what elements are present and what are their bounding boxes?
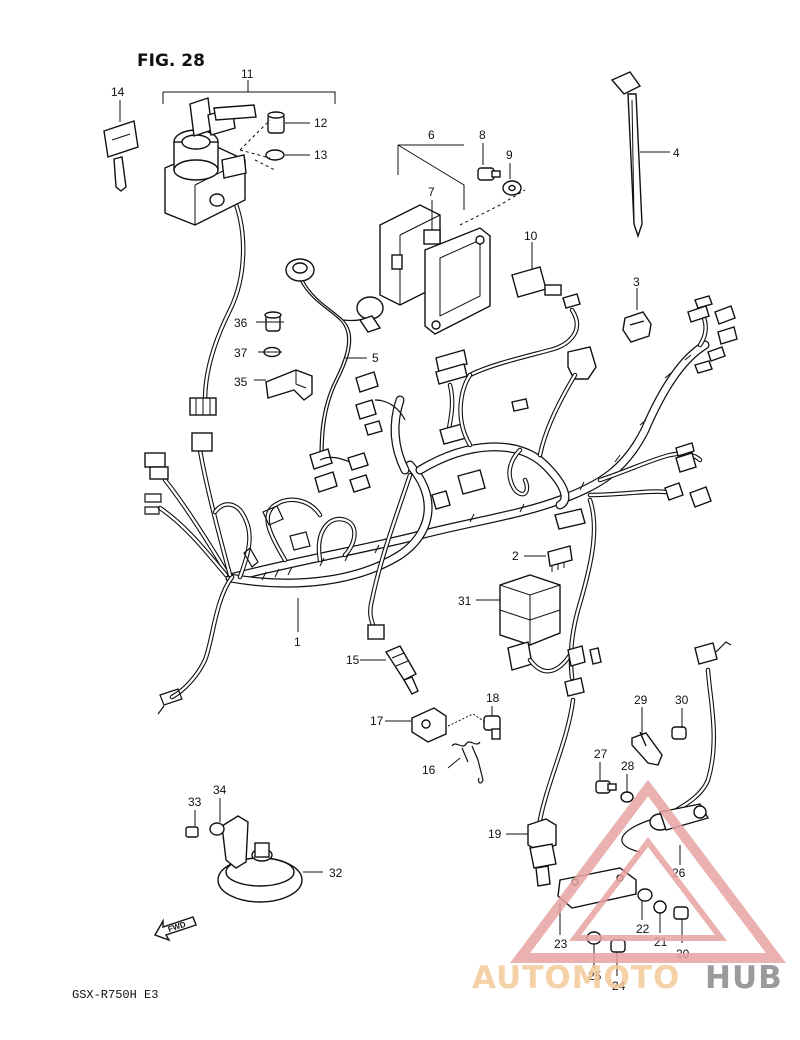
callout-16: 16: [422, 763, 436, 777]
clamp-29: [631, 731, 663, 766]
bolt-24: [610, 939, 626, 953]
callout-9: 9: [506, 148, 513, 162]
regulator-assembly: [379, 204, 491, 335]
watermark: AUTOMOTO HUB: [472, 779, 787, 996]
callout-27: 27: [594, 747, 608, 761]
callout-28: 28: [621, 759, 635, 773]
relay-31: [499, 574, 573, 674]
figure-title: FIG. 28: [137, 51, 205, 71]
watermark-text-a: AUTOMOTO: [472, 960, 680, 996]
callout-25: 25: [588, 969, 602, 983]
callout-leaders: [119, 80, 683, 976]
screw-30: [671, 726, 687, 740]
connector-10: [467, 266, 581, 378]
watermark-triangle-outer: [509, 779, 787, 963]
callout-7: 7: [428, 185, 435, 199]
callout-2: 2: [512, 549, 519, 563]
screw-36: [264, 311, 282, 332]
screw-27: [595, 780, 617, 794]
screw-20: [673, 906, 689, 920]
dashed-guide-11: [239, 119, 276, 171]
callout-5: 5: [372, 351, 379, 365]
callout-11: 11: [241, 67, 254, 81]
dashed-guide-17: [447, 713, 486, 727]
fwd-arrow-icon: FWD: [153, 916, 197, 942]
callout-12: 12: [314, 116, 328, 130]
bolt-18: [483, 715, 501, 740]
callout-1: 1: [294, 635, 301, 649]
screw-12: [267, 111, 285, 134]
cable-tie: [610, 71, 643, 239]
main-wiring-harness: [225, 340, 710, 588]
callout-36: 36: [234, 316, 248, 330]
washer-21: [653, 900, 667, 914]
bolt-8: [477, 167, 501, 181]
left-branch-wires: [144, 432, 357, 715]
washer-13: [265, 149, 285, 161]
horn-32: [217, 815, 303, 903]
washer-28: [620, 791, 634, 803]
callout-31: 31: [458, 594, 472, 608]
watermark-text-b: HUB: [705, 960, 783, 996]
ignition-switch-lead: [189, 187, 246, 416]
callout-34: 34: [213, 783, 227, 797]
callout-22: 22: [636, 922, 650, 936]
callout-23: 23: [554, 937, 568, 951]
washer-34: [209, 822, 225, 836]
center-connectors: [355, 346, 597, 530]
ignition-switch: [164, 97, 257, 226]
washer-9: [502, 180, 522, 196]
callout-18: 18: [486, 691, 500, 705]
watermark-triangle-inner: [568, 837, 728, 941]
sub-harness-5: [285, 258, 384, 493]
callout-4: 4: [673, 146, 680, 160]
callout-17: 17: [370, 714, 384, 728]
callout-15: 15: [346, 653, 360, 667]
sensor-19: [527, 818, 557, 887]
sensor-15: [367, 472, 419, 695]
callout-29: 29: [634, 693, 648, 707]
washer-22: [637, 888, 653, 902]
callout-6: 6: [428, 128, 435, 142]
callout-13: 13: [314, 148, 328, 162]
clamp-3: [622, 311, 652, 343]
spring-16: [451, 741, 484, 784]
model-code: GSX-R750H E3: [72, 988, 158, 1002]
callout-19: 19: [488, 827, 502, 841]
sensor-lead: [537, 497, 602, 823]
callout-14: 14: [111, 85, 125, 99]
callout-37: 37: [234, 346, 248, 360]
bolt-33: [185, 826, 199, 838]
bracket-17: [411, 707, 447, 743]
ignition-key: [103, 120, 139, 192]
bracket-6: [397, 144, 465, 210]
callout-24: 24: [612, 979, 626, 993]
callout-33: 33: [188, 795, 202, 809]
right-connectors: [587, 295, 738, 508]
switch-26: [621, 641, 732, 853]
callout-8: 8: [479, 128, 486, 142]
callout-3: 3: [633, 275, 640, 289]
callout-10: 10: [524, 229, 538, 243]
callout-35: 35: [234, 375, 248, 389]
connector-2: [547, 545, 573, 572]
clamp-35: [265, 369, 313, 401]
dashed-guide-6: [459, 189, 526, 226]
callout-32: 32: [329, 866, 343, 880]
callout-30: 30: [675, 693, 689, 707]
